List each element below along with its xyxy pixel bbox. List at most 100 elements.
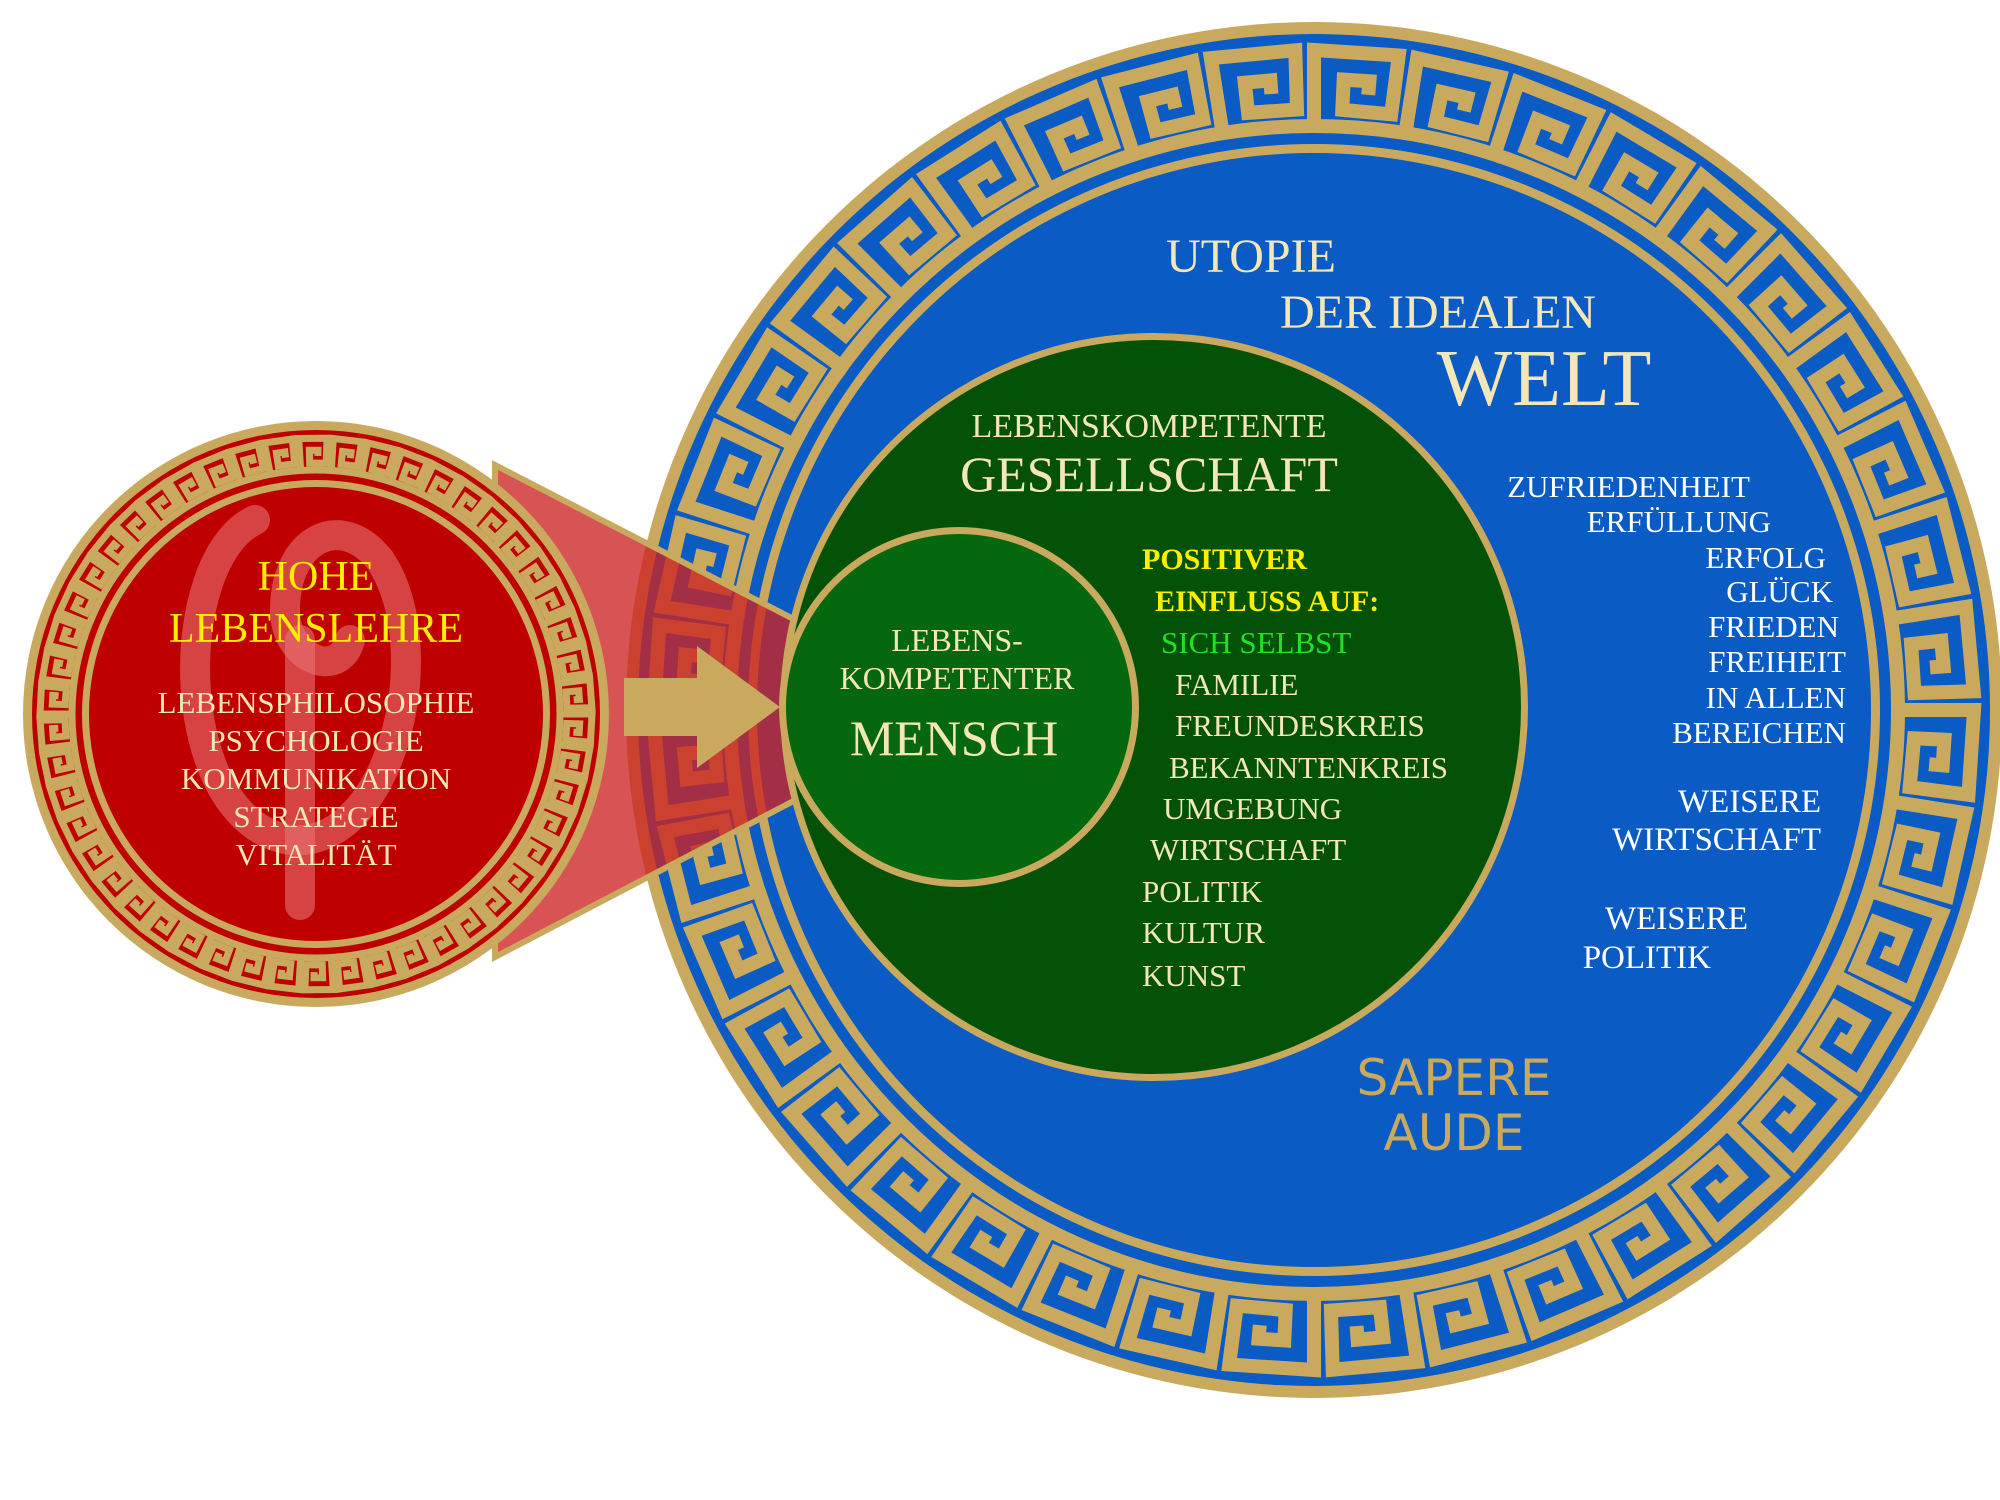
wiser-economy-1: WEISERE <box>1678 784 1821 820</box>
meander-key-icon <box>1323 1285 1426 1378</box>
world-text: UTOPIE DER IDEALEN WELT <box>1166 230 1651 423</box>
influence-sphere: WIRTSCHAFT <box>1150 832 1346 867</box>
meander-key-icon <box>497 854 545 904</box>
meander-key-icon <box>109 500 157 550</box>
meander-key-icon <box>1572 112 1697 224</box>
person-line-2: KOMPETENTER <box>840 660 1075 696</box>
influence-heading-1: POSITIVER <box>1142 543 1307 576</box>
teaching-text: HOHE LEBENSLEHRE LEBENSPHILOSOPHIE PSYCH… <box>158 554 475 872</box>
meander-key-icon <box>517 828 563 877</box>
meander-key-icon <box>45 777 91 821</box>
teaching-item: STRATEGIE <box>233 799 398 834</box>
society-title-2: GESELLSCHAFT <box>960 446 1338 502</box>
world-title-3: WELT <box>1437 335 1652 423</box>
meander-key-icon <box>38 647 76 687</box>
meander-key-icon <box>1671 1118 1791 1243</box>
meander-key-icon <box>557 675 596 712</box>
meander-key-icon <box>135 479 182 529</box>
meander-key-icon <box>1202 42 1305 135</box>
meander-key-icon <box>139 906 189 952</box>
meander-key-icon <box>468 496 518 543</box>
meander-key-icon <box>677 417 781 537</box>
world-title-1: UTOPIE <box>1166 230 1336 283</box>
meander-key-icon <box>1307 42 1407 126</box>
meander-key-icon <box>36 681 72 718</box>
meander-key-icon <box>168 924 216 969</box>
meander-key-icon <box>556 741 594 781</box>
meander-key-icon <box>1021 1243 1141 1347</box>
meander-key-icon <box>850 1136 977 1255</box>
world-value: IN ALLEN <box>1706 680 1846 715</box>
meander-key-icon <box>511 546 560 593</box>
meander-key-icon <box>656 812 761 923</box>
meander-key-icon <box>1800 968 1912 1093</box>
psi-watermark-icon <box>180 505 421 920</box>
meander-key-icon <box>301 957 338 994</box>
meander-key-icon <box>1651 165 1778 284</box>
meander-key-icon <box>226 439 268 483</box>
meander-key-icon <box>364 945 406 989</box>
world-value: GLÜCK <box>1726 574 1833 609</box>
meander-key-icon <box>1398 49 1509 143</box>
meander-key-icon <box>114 885 164 932</box>
meander-key-icon <box>541 607 587 651</box>
meander-key-icon <box>1847 883 1951 1003</box>
meander-key-icon <box>837 177 957 302</box>
meander-key-icon <box>1416 1263 1527 1368</box>
meander-key-icon <box>1221 1294 1321 1378</box>
influence-sphere: KUNST <box>1142 958 1245 993</box>
meander-key-icon <box>44 613 85 657</box>
meander-key-icon <box>1101 52 1212 157</box>
meander-key-icon <box>551 641 594 681</box>
meander-key-icon <box>163 462 209 510</box>
society-circle <box>780 333 1528 1081</box>
meander-key-icon <box>260 435 299 475</box>
meander-key-icon <box>1867 497 1972 608</box>
motto-line-2: AUDE <box>1384 1104 1525 1162</box>
meander-key-icon <box>682 902 797 1020</box>
society-title-1: LEBENSKOMPETENTE <box>971 408 1326 445</box>
meander-key-icon <box>69 551 115 600</box>
meander-key-icon <box>1722 233 1847 353</box>
meander-key-icon <box>916 120 1036 242</box>
world-value: ERFÜLLUNG <box>1587 504 1771 539</box>
meander-key-icon <box>333 953 372 993</box>
meander-key-icon <box>491 520 541 567</box>
influence-sphere: UMGEBUNG <box>1163 791 1342 826</box>
person-circle <box>779 527 1139 887</box>
teaching-item: VITALITÄT <box>235 837 396 872</box>
meander-key-icon <box>1119 1277 1230 1371</box>
world-value: FRIEDEN <box>1708 609 1839 644</box>
meander-key-icon <box>528 576 576 621</box>
meander-key-icon <box>266 957 305 994</box>
meander-border-small <box>36 434 596 994</box>
influence-sphere: POLITIK <box>1142 874 1263 909</box>
person-line-1: LEBENS- <box>891 622 1023 658</box>
meander-key-icon <box>1487 73 1607 177</box>
influence-sphere: FAMILIE <box>1175 667 1298 702</box>
meander-key-icon <box>450 899 497 949</box>
meander-key-icon <box>1592 1178 1712 1300</box>
meander-key-icon <box>769 246 888 373</box>
motto: SAPERE AUDE <box>1357 1049 1552 1162</box>
meander-key-icon <box>416 459 464 504</box>
meander-key-icon <box>423 918 469 966</box>
teaching-title-2: LEBENSLEHRE <box>169 606 463 652</box>
meander-key-icon <box>91 861 141 908</box>
meander-key-icon <box>1782 312 1904 432</box>
teaching-item: LEBENSPHILOSOPHIE <box>158 685 475 720</box>
meander-key-icon <box>475 878 523 928</box>
arrow-right-icon <box>624 646 780 768</box>
meander-key-icon <box>1004 78 1122 193</box>
wiser-economy-2: WIRTSCHAFT <box>1612 822 1821 858</box>
meander-key-icon <box>547 771 588 815</box>
meander-key-icon <box>388 446 433 490</box>
meander-key-icon <box>38 747 81 787</box>
meander-key-icon <box>56 807 104 852</box>
world-values: ZUFRIEDENHEIT ERFÜLLUNG ERFOLG GLÜCK FRI… <box>1507 469 1846 976</box>
meander-key-icon <box>781 1067 906 1187</box>
motto-line-1: SAPERE <box>1357 1049 1552 1107</box>
meander-key-icon <box>358 438 400 478</box>
meander-key-icon <box>716 327 828 452</box>
